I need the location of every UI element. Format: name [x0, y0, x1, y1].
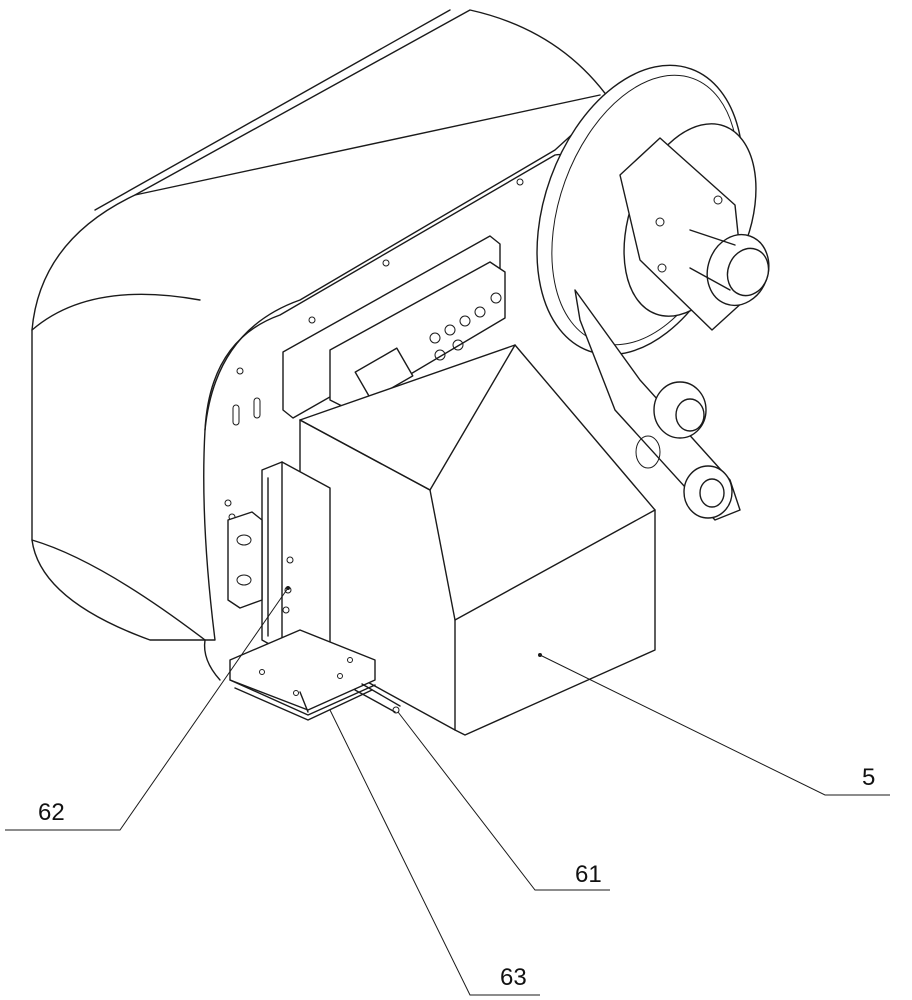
label-62: 62 — [38, 799, 65, 826]
label-63: 63 — [500, 964, 527, 991]
reel-assembly — [536, 64, 770, 521]
pad-plate — [229, 629, 376, 721]
guide-rod — [354, 683, 401, 714]
leader-lines — [5, 586, 890, 996]
control-panel — [282, 235, 506, 419]
label-61: 61 — [575, 861, 602, 888]
label-5: 5 — [862, 764, 875, 791]
linear-actuator — [227, 461, 331, 669]
machine-housing — [31, 9, 611, 681]
